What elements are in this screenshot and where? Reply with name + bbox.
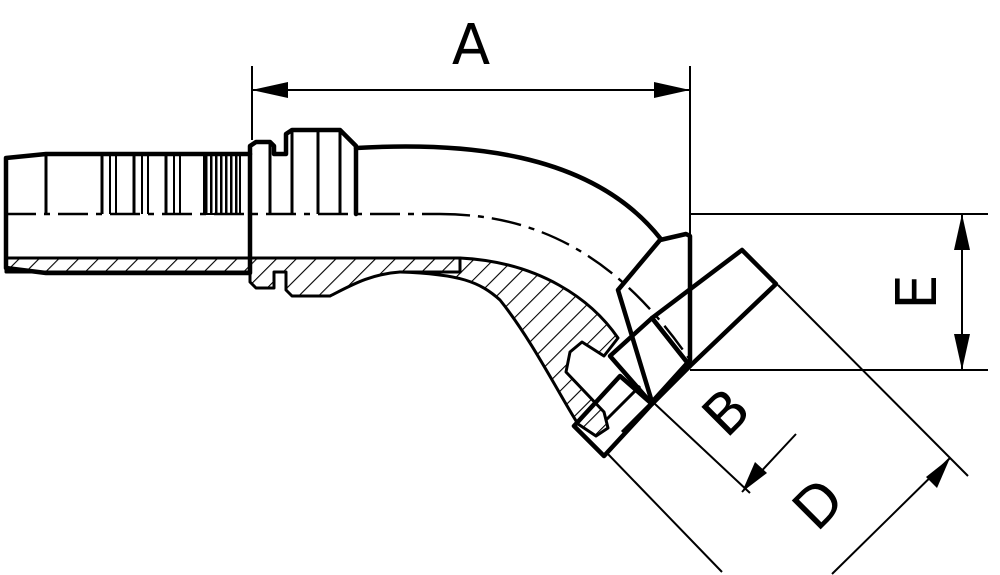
dimension-label-e: E bbox=[885, 274, 950, 309]
collar-section bbox=[248, 256, 462, 298]
arrowhead-e-bottom bbox=[954, 334, 970, 370]
flange-seal-line bbox=[604, 384, 642, 422]
arrowhead-a-left bbox=[252, 82, 288, 98]
extension-line-d-right bbox=[777, 284, 969, 477]
dimension-label-b: B bbox=[690, 376, 763, 449]
dimension-e: E bbox=[690, 213, 988, 371]
hose-tail bbox=[3, 151, 253, 276]
arrowhead-d bbox=[926, 458, 950, 488]
arrowhead-e-top bbox=[954, 214, 970, 250]
arrowhead-a-right bbox=[654, 82, 690, 98]
hose-tail-section bbox=[4, 256, 252, 274]
bore-centerline-curve bbox=[439, 212, 691, 361]
flange-head bbox=[571, 231, 779, 459]
dimension-a: A bbox=[251, 13, 691, 368]
dimension-b: B bbox=[654, 376, 797, 494]
knurled-ring bbox=[203, 153, 241, 215]
bent-tube-outer-edge bbox=[353, 144, 663, 241]
flange-outer-plate bbox=[649, 247, 779, 369]
dimension-label-d: D bbox=[781, 467, 857, 543]
bent-tube bbox=[353, 144, 691, 438]
collar bbox=[247, 127, 462, 298]
collar-outline-top bbox=[247, 127, 359, 217]
flange-face-line bbox=[620, 396, 658, 434]
extension-line-b-left bbox=[654, 403, 751, 494]
dimension-label-a: A bbox=[452, 13, 490, 78]
arrowhead-b bbox=[742, 462, 767, 492]
extension-line-d-left bbox=[605, 451, 723, 573]
bent-tube-section bbox=[398, 256, 620, 438]
